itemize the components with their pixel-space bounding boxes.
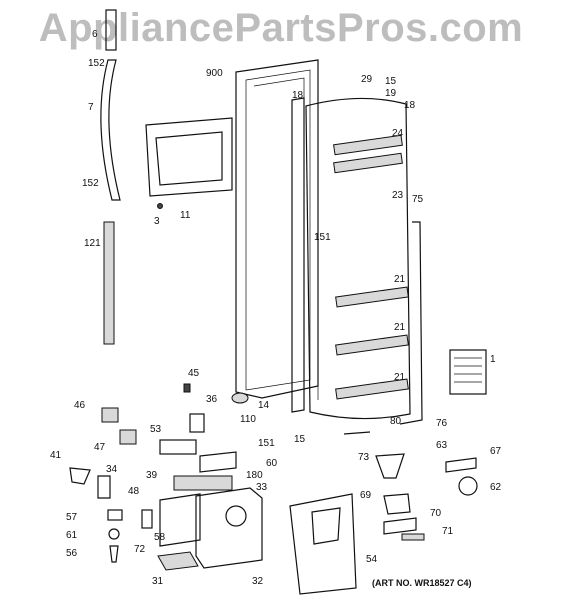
callout-80: 80 xyxy=(390,416,402,427)
callout-24: 24 xyxy=(392,128,404,139)
callout-70: 70 xyxy=(430,508,442,519)
callout-53: 53 xyxy=(150,424,162,435)
callout-69: 69 xyxy=(360,490,372,501)
callout-19: 19 xyxy=(385,88,397,99)
wire-part xyxy=(399,221,423,425)
callout-36: 36 xyxy=(206,394,218,405)
callout-39: 39 xyxy=(146,470,158,481)
callout-18-right: 18 xyxy=(404,100,416,111)
callout-14: 14 xyxy=(258,400,270,411)
callout-23: 23 xyxy=(392,190,404,201)
door-gasket-part xyxy=(291,97,305,413)
callout-151-mid: 151 xyxy=(314,232,331,243)
callout-75: 75 xyxy=(412,194,424,205)
callout-110: 110 xyxy=(240,414,256,425)
callout-41: 41 xyxy=(50,450,62,461)
callout-121: 121 xyxy=(84,238,101,249)
callout-45: 45 xyxy=(188,368,200,379)
small-parts-cluster xyxy=(69,383,249,563)
callout-180: 180 xyxy=(246,470,263,481)
callout-6: 6 xyxy=(92,29,98,40)
callout-67: 67 xyxy=(490,446,502,457)
door-handle-part xyxy=(100,9,121,345)
callout-60: 60 xyxy=(266,458,278,469)
callout-34: 34 xyxy=(106,464,118,475)
callout-47: 47 xyxy=(94,442,106,453)
callout-21-a: 21 xyxy=(394,274,406,285)
right-small-parts xyxy=(343,431,478,541)
callout-54: 54 xyxy=(366,554,378,565)
callout-152-mid: 152 xyxy=(82,178,99,189)
callout-62: 62 xyxy=(490,482,502,493)
callout-900: 900 xyxy=(206,68,223,79)
watermark-logo: AppliancePartsPros.com xyxy=(38,6,524,50)
front-panel-part xyxy=(289,493,357,595)
callout-63: 63 xyxy=(436,440,448,451)
callout-58: 58 xyxy=(154,532,166,543)
callout-76: 76 xyxy=(436,418,448,429)
callout-72: 72 xyxy=(134,544,146,555)
door-liner-part xyxy=(305,97,411,420)
callout-7: 7 xyxy=(88,102,94,113)
callout-21-b: 21 xyxy=(394,322,406,333)
callout-29: 29 xyxy=(361,74,373,85)
callout-32: 32 xyxy=(252,576,264,587)
callout-71: 71 xyxy=(442,526,454,537)
callout-152-top: 152 xyxy=(88,58,105,69)
dispenser-cover-part xyxy=(145,117,233,209)
callout-15-bottom: 15 xyxy=(294,434,306,445)
callout-151-low: 151 xyxy=(258,438,275,449)
callout-61: 61 xyxy=(66,530,78,541)
art-number: (ART NO. WR18527 C4) xyxy=(372,578,472,588)
callout-labels: 6 152 7 152 121 11 3 900 29 15 19 18 18 … xyxy=(50,29,502,587)
callout-73: 73 xyxy=(358,452,370,463)
callout-1: 1 xyxy=(490,354,496,365)
callout-21-c: 21 xyxy=(394,372,406,383)
callout-3: 3 xyxy=(154,216,160,227)
instruction-card-part xyxy=(449,349,487,395)
callout-46: 46 xyxy=(74,400,86,411)
callout-15-top: 15 xyxy=(385,76,397,87)
callout-33: 33 xyxy=(256,482,268,493)
callout-31: 31 xyxy=(152,576,164,587)
callout-48: 48 xyxy=(128,486,140,497)
callout-11: 11 xyxy=(180,210,191,221)
callout-18-left: 18 xyxy=(292,90,304,101)
callout-57: 57 xyxy=(66,512,78,523)
callout-56: 56 xyxy=(66,548,78,559)
dispenser-module-part xyxy=(157,487,263,571)
